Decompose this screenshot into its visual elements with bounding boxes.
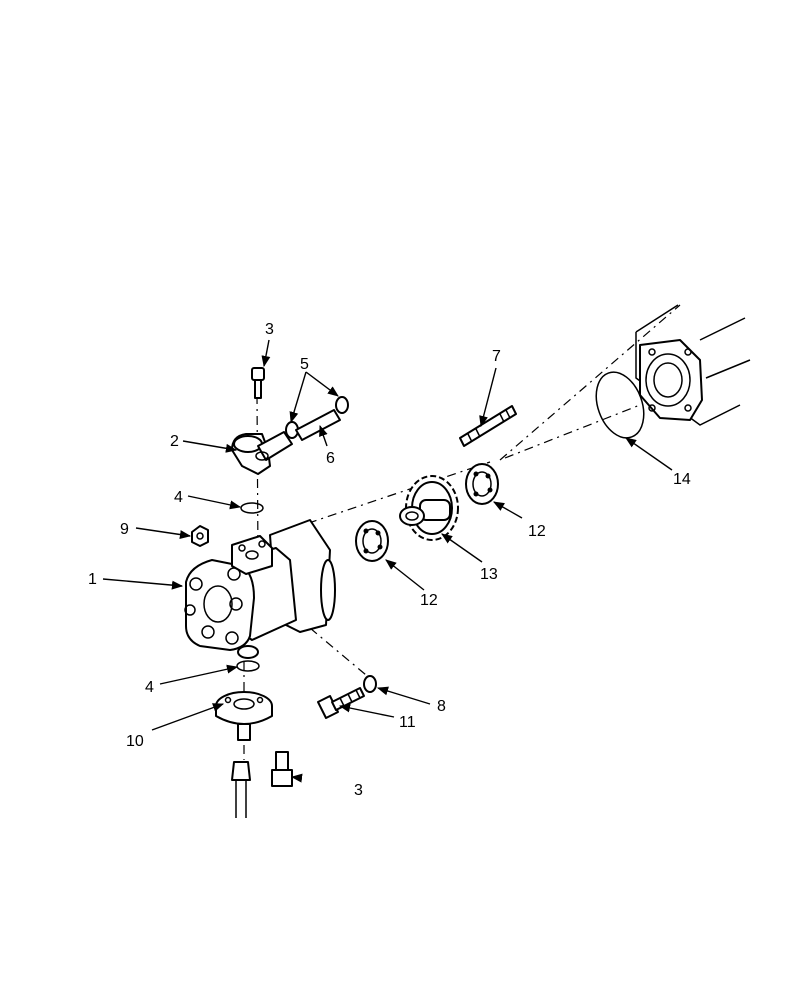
callout-12-left: 12	[420, 592, 438, 609]
o-ring-bottom	[236, 660, 260, 672]
callout-9: 9	[120, 521, 129, 538]
bolt-11	[317, 687, 365, 719]
callout-6: 6	[326, 450, 335, 467]
stud-shaft	[459, 405, 517, 447]
bearing-right	[465, 463, 499, 505]
callout-13: 13	[480, 566, 498, 583]
callout-5: 5	[300, 356, 309, 373]
flange	[215, 691, 273, 741]
pipe-fitting	[231, 761, 251, 818]
elbow-fitting	[231, 431, 293, 475]
callout-4-bottom: 4	[145, 679, 154, 696]
callout-3-top: 3	[265, 321, 274, 338]
callout-14: 14	[673, 471, 691, 488]
fitting-bottom	[271, 751, 293, 787]
washer	[363, 675, 377, 693]
callout-11: 11	[399, 714, 416, 731]
drive-gear	[399, 475, 459, 541]
callout-10: 10	[126, 733, 144, 750]
callout-7: 7	[492, 348, 501, 365]
callout-2: 2	[170, 433, 179, 450]
callout-8: 8	[437, 698, 446, 715]
bolt-top	[251, 367, 265, 399]
gasket-ring	[595, 371, 645, 439]
o-ring-top	[240, 502, 264, 514]
callout-1: 1	[88, 571, 97, 588]
transmission-housing	[635, 304, 751, 426]
nut	[191, 525, 209, 547]
leader-lines	[102, 339, 673, 783]
callout-4-top: 4	[174, 489, 183, 506]
hose	[295, 409, 341, 441]
callout-12-right: 12	[528, 523, 546, 540]
hydraulic-pump	[184, 519, 336, 659]
bearing-left	[355, 520, 389, 562]
callout-labels: 1 2 3 3 4 4 5 6 7 8 9 10 11 12 12 13 14	[88, 321, 691, 799]
callout-3-bottom: 3	[354, 782, 363, 799]
